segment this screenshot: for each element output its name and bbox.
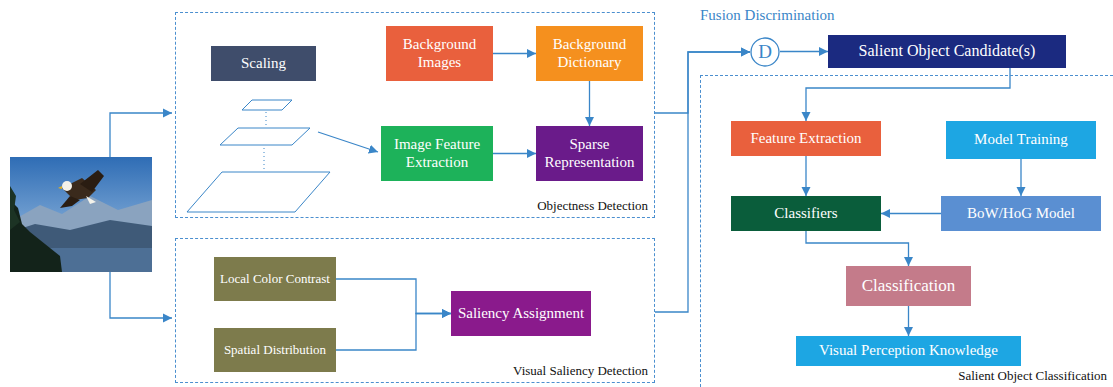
region-band: Salient Object Classification Feature Ext… — [700, 75, 1113, 387]
scale-dots — [264, 112, 266, 170]
process-box: Background Dictionary — [536, 26, 643, 81]
box-label: Sparse Representation — [541, 136, 638, 171]
process-box: Visual Perception Knowledge — [796, 336, 1021, 366]
connector-arrow — [493, 53, 536, 54]
scale-pyramid — [187, 100, 330, 212]
connector-arrow — [655, 52, 750, 113]
box-label: Scaling — [241, 55, 286, 72]
process-box: Background Images — [386, 26, 493, 81]
connector-arrow — [336, 314, 451, 351]
connector-arrow — [655, 52, 750, 312]
process-box: Sparse Representation — [536, 126, 643, 181]
process-box: Image Feature Extraction — [381, 126, 493, 181]
process-box: Scaling — [211, 46, 316, 81]
region-label: Visual Saliency Detection — [513, 363, 648, 379]
input-line — [110, 113, 172, 160]
box-label: Spatial Distribution — [224, 343, 326, 358]
process-box: Local Color Contrast — [214, 257, 336, 301]
box-label: Classification — [862, 276, 955, 296]
feature-arrow — [318, 132, 378, 152]
fusion-circle: Fusion DiscriminationD — [750, 37, 780, 67]
box-label: Feature Extraction — [750, 130, 861, 147]
box-label: Background Dictionary — [541, 36, 638, 71]
region-label: Salient Object Classification — [958, 368, 1107, 384]
connector-arrow — [1020, 159, 1021, 196]
process-box: Spatial Distribution — [214, 328, 336, 372]
node-heading: Fusion Discrimination — [700, 7, 835, 24]
connector-arrow — [780, 51, 828, 52]
process-box: BoW/HoG Model — [941, 196, 1101, 231]
box-label: Classifiers — [774, 205, 837, 222]
box-label: Salient Object Candidate(s) — [859, 42, 1036, 60]
box-label: Image Feature Extraction — [386, 136, 488, 171]
region-band: Objectness Detection Scaling Background Im… — [175, 12, 655, 218]
process-box: Salient Object Candidate(s) — [828, 35, 1066, 68]
box-label: Background Images — [391, 36, 488, 71]
process-box: Model Training — [946, 121, 1096, 159]
process-box: Saliency Assignment — [451, 291, 591, 336]
box-label: Local Color Contrast — [220, 272, 330, 287]
box-label: BoW/HoG Model — [967, 205, 1075, 222]
connector-arrow — [806, 231, 909, 266]
circle-letter: D — [758, 41, 772, 63]
process-box: Classification — [846, 266, 971, 306]
process-box: Classifiers — [731, 196, 881, 231]
connector-arrow — [881, 213, 941, 214]
connector-arrow — [908, 306, 909, 336]
region-band: Visual Saliency Detection Local Color Con… — [175, 238, 655, 383]
box-label: Model Training — [974, 131, 1068, 148]
connector-arrow — [589, 81, 590, 126]
connector-arrow — [493, 153, 536, 154]
process-box: Feature Extraction — [731, 121, 881, 156]
box-label: Visual Perception Knowledge — [819, 342, 998, 359]
input-line — [110, 270, 172, 318]
connector-arrow — [336, 279, 451, 314]
eagle — [58, 170, 104, 208]
region-label: Objectness Detection — [537, 198, 648, 214]
box-label: Saliency Assignment — [458, 305, 584, 322]
connector-arrow — [805, 156, 806, 196]
